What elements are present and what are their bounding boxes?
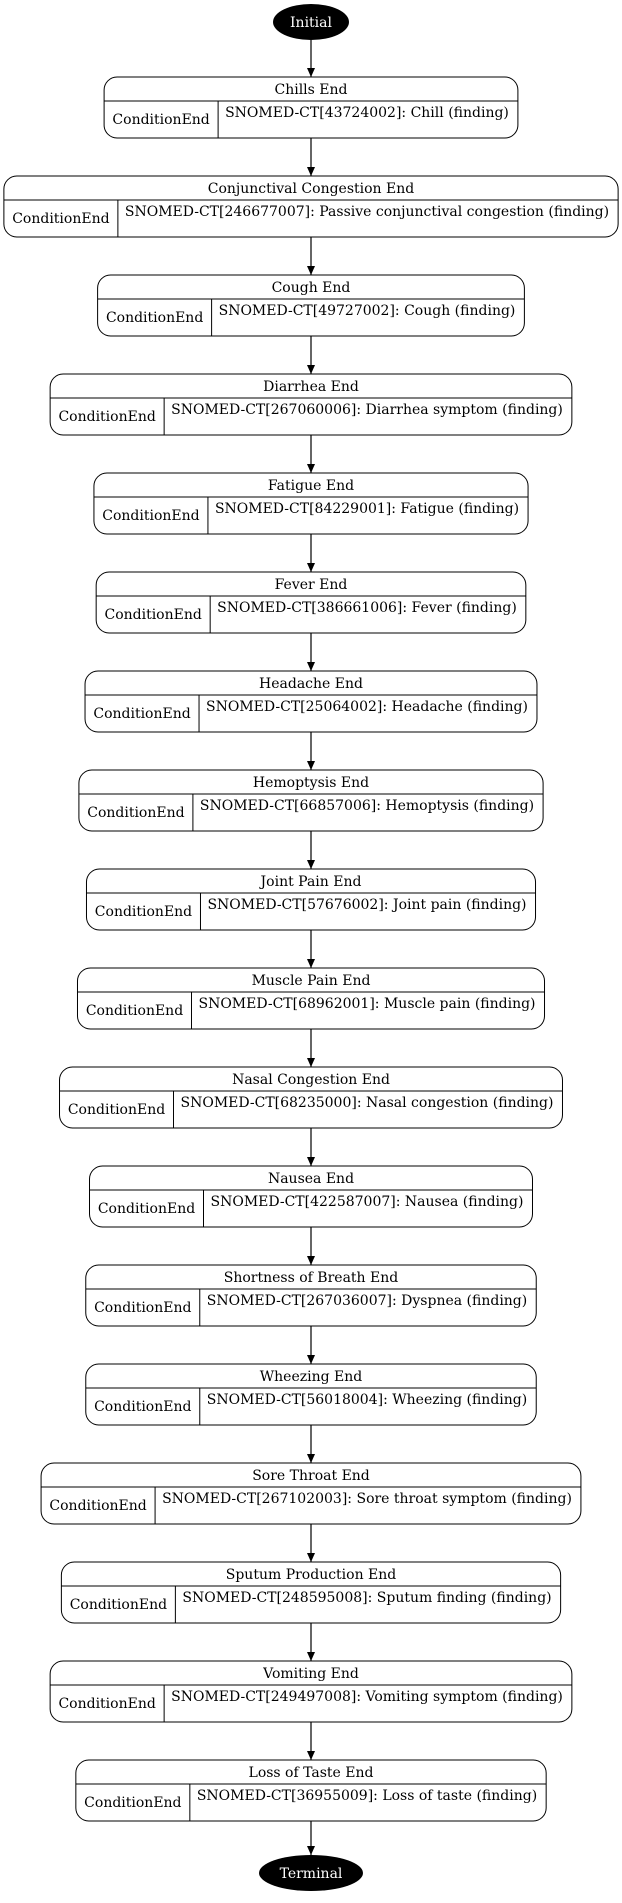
state-detail: SNOMED-CT[56018004]: Wheezing (finding) xyxy=(207,1392,527,1408)
state-detail: SNOMED-CT[49727002]: Cough (finding) xyxy=(219,303,516,319)
state-type: ConditionEnd xyxy=(49,1498,146,1514)
state-box xyxy=(78,769,544,832)
initial-ellipse xyxy=(273,4,349,40)
state-title: Vomiting End xyxy=(262,1666,359,1682)
state-detail: SNOMED-CT[84229001]: Fatigue (finding) xyxy=(215,501,519,517)
state-detail: SNOMED-CT[43724002]: Chill (finding) xyxy=(225,105,509,121)
state-type: ConditionEnd xyxy=(86,1003,183,1019)
state-type: ConditionEnd xyxy=(95,904,192,920)
state-box xyxy=(49,373,573,436)
state-detail: SNOMED-CT[57676002]: Joint pain (finding… xyxy=(207,897,526,913)
state-box xyxy=(85,1264,537,1327)
state-type: ConditionEnd xyxy=(98,1201,195,1217)
state-box xyxy=(60,1561,562,1624)
state-box xyxy=(85,868,537,931)
state-detail: SNOMED-CT[267060006]: Diarrhea symptom (… xyxy=(171,402,563,418)
terminal-ellipse xyxy=(259,1855,363,1891)
state-title: Muscle Pain End xyxy=(252,973,371,989)
state-title: Cough End xyxy=(272,280,351,296)
state-title: Nausea End xyxy=(268,1171,354,1187)
state-box xyxy=(76,967,546,1030)
state-title: Joint Pain End xyxy=(259,874,362,890)
state-box xyxy=(97,274,525,337)
state-title: Sore Throat End xyxy=(252,1468,370,1484)
state-type: ConditionEnd xyxy=(93,706,190,722)
terminal-label: Terminal xyxy=(280,1866,343,1882)
state-title: Fatigue End xyxy=(268,478,354,494)
state-type: ConditionEnd xyxy=(94,1300,191,1316)
state-type: ConditionEnd xyxy=(102,508,199,524)
state-detail: SNOMED-CT[422587007]: Nausea (finding) xyxy=(211,1194,524,1210)
state-type: ConditionEnd xyxy=(58,1696,155,1712)
state-box xyxy=(95,571,527,634)
state-type: ConditionEnd xyxy=(87,805,184,821)
state-type: ConditionEnd xyxy=(106,310,203,326)
state-box xyxy=(49,1660,573,1723)
state-title: Headache End xyxy=(259,676,363,692)
state-box xyxy=(40,1462,582,1525)
state-detail: SNOMED-CT[248595008]: Sputum finding (fi… xyxy=(182,1590,551,1606)
state-title: Hemoptysis End xyxy=(253,775,369,791)
state-box xyxy=(84,670,538,733)
state-detail: SNOMED-CT[68235000]: Nasal congestion (f… xyxy=(181,1095,554,1111)
state-box xyxy=(103,76,519,139)
state-title: Wheezing End xyxy=(260,1369,362,1385)
state-box xyxy=(75,1759,547,1822)
state-title: Diarrhea End xyxy=(263,379,359,395)
state-title: Fever End xyxy=(275,577,348,593)
state-title: Chills End xyxy=(275,82,348,98)
state-box xyxy=(3,175,619,238)
state-title: Loss of Taste End xyxy=(249,1765,374,1781)
terminal-node: Terminal xyxy=(259,1855,363,1891)
state-detail: SNOMED-CT[267036007]: Dyspnea (finding) xyxy=(207,1293,527,1309)
state-box xyxy=(93,472,529,535)
state-detail: SNOMED-CT[246677007]: Passive conjunctiv… xyxy=(125,204,609,220)
state-title: Nasal Congestion End xyxy=(232,1072,390,1088)
state-type: ConditionEnd xyxy=(70,1597,167,1613)
state-type: ConditionEnd xyxy=(58,409,155,425)
state-box xyxy=(59,1066,563,1129)
initial-label: Initial xyxy=(290,15,332,31)
state-title: Conjunctival Congestion End xyxy=(208,181,414,197)
state-title: Shortness of Breath End xyxy=(224,1270,398,1286)
state-type: ConditionEnd xyxy=(112,112,209,128)
state-detail: SNOMED-CT[25064002]: Headache (finding) xyxy=(206,699,528,715)
initial-node: Initial xyxy=(273,4,349,40)
state-type: ConditionEnd xyxy=(94,1399,191,1415)
state-detail: SNOMED-CT[66857006]: Hemoptysis (finding… xyxy=(200,798,534,814)
state-box xyxy=(89,1165,533,1228)
state-detail: SNOMED-CT[68962001]: Muscle pain (findin… xyxy=(198,996,535,1012)
state-detail: SNOMED-CT[36955009]: Loss of taste (find… xyxy=(197,1788,537,1804)
state-detail: SNOMED-CT[267102003]: Sore throat sympto… xyxy=(162,1491,572,1507)
state-type: ConditionEnd xyxy=(84,1795,181,1811)
state-type: ConditionEnd xyxy=(68,1102,165,1118)
state-title: Sputum Production End xyxy=(226,1567,397,1583)
state-type: ConditionEnd xyxy=(104,607,201,623)
state-detail: SNOMED-CT[386661006]: Fever (finding) xyxy=(217,600,517,616)
state-type: ConditionEnd xyxy=(12,211,109,227)
state-detail: SNOMED-CT[249497008]: Vomiting symptom (… xyxy=(171,1689,563,1705)
state-box xyxy=(85,1363,537,1426)
